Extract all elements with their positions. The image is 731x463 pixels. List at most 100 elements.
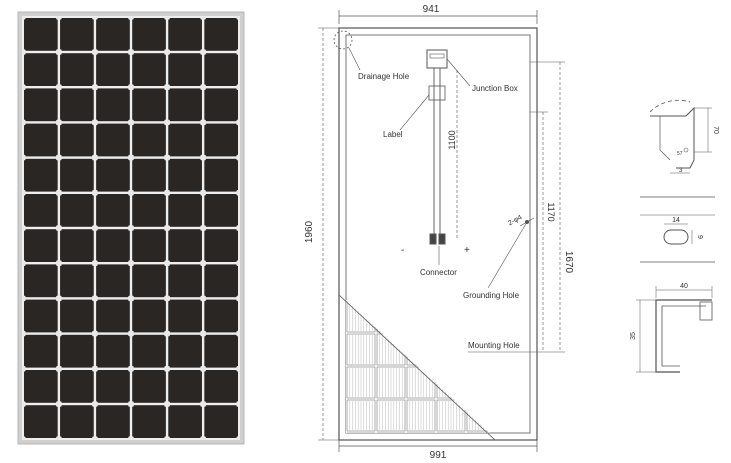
cell-corner-dot [166, 157, 170, 161]
cell-corner-dot [164, 366, 168, 370]
cell-corner-dot [56, 122, 60, 126]
cell-corner-dot [56, 401, 60, 405]
cell-corner-dot [236, 157, 240, 161]
cell-corner-dot [202, 157, 206, 161]
profile-inner [661, 305, 706, 367]
drainage-hole-leader [348, 47, 361, 71]
solar-cell [96, 158, 130, 192]
cell-corner-dot [200, 227, 204, 231]
cell-corner-dot [202, 16, 206, 20]
cell-corner-dot [130, 84, 134, 88]
cutaway-cell [436, 399, 466, 432]
cell-corner-dot [128, 366, 132, 370]
solar-cell [132, 18, 166, 51]
cell-corner-dot [22, 225, 26, 229]
cutaway-cell [376, 432, 406, 433]
cell-corner-dot [236, 84, 240, 88]
dim-1170: 1170 [546, 202, 556, 221]
cell-corner-dot [56, 403, 60, 407]
hole-dim-14: 14 [672, 217, 680, 224]
corner-profile [650, 106, 695, 169]
cell-corner-dot [200, 260, 204, 264]
cell-corner-dot [22, 49, 26, 53]
cell-corner-dot [130, 190, 134, 194]
cell-corner-dot [92, 49, 96, 53]
cell-corner-dot [58, 330, 62, 334]
corner-profile-inner [659, 116, 671, 161]
label-plus: + [464, 245, 470, 256]
cutaway-cell [466, 432, 490, 433]
solar-cell [96, 229, 130, 262]
cell-corner-dot [94, 436, 98, 440]
cell-corner-dot [200, 49, 204, 53]
cell-corner-dot [94, 154, 98, 158]
solar-cell [168, 18, 202, 51]
cell-corner-dot [202, 401, 206, 405]
cell-corner-dot [56, 154, 60, 158]
dim-941: 941 [423, 4, 440, 15]
solar-cell [96, 123, 130, 157]
cell-corner-dot [202, 51, 206, 55]
cell-corner-dot [236, 119, 240, 123]
cell-corner-dot [56, 262, 60, 266]
cell-corner-dot [202, 262, 206, 266]
solar-cell [24, 123, 58, 157]
cell-corner-dot [164, 403, 168, 407]
label-minus: - [401, 245, 404, 256]
cell-corner-dot [56, 51, 60, 55]
cell-corner-dot [22, 260, 26, 264]
cell-corner-dot [202, 366, 206, 370]
cell-corner-dot [56, 192, 60, 196]
cell-corner-dot [166, 51, 170, 55]
cell-corner-dot [92, 192, 96, 196]
solar-cell [168, 370, 202, 403]
cell-corner-dot [164, 157, 168, 161]
cell-corner-dot [164, 119, 168, 123]
cell-corner-dot [200, 86, 204, 90]
label-drainage-hole: Drainage Hole [358, 72, 410, 81]
cell-corner-dot [202, 295, 206, 299]
cell-corner-dot [94, 86, 98, 90]
solar-cell [24, 88, 58, 122]
cell-corner-dot [92, 403, 96, 407]
cell-grid [22, 16, 240, 440]
cell-corner-dot [130, 119, 134, 123]
cell-corner-dot [236, 330, 240, 334]
cell-corner-dot [200, 333, 204, 337]
cell-corner-dot [164, 86, 168, 90]
detail-profile [636, 286, 713, 373]
cell-corner-dot [58, 401, 62, 405]
detail-corner [649, 99, 712, 174]
solar-cell [60, 334, 94, 368]
cell-corner-dot [22, 51, 26, 55]
cell-corner-dot [22, 436, 26, 440]
cutaway-cell [346, 399, 376, 432]
cell-corner-dot [22, 190, 26, 194]
cell-corner-dot [56, 298, 60, 302]
cell-corner-dot [92, 154, 96, 158]
cell-corner-dot [164, 333, 168, 337]
cell-corner-dot [92, 368, 96, 372]
cell-corner-dot [236, 436, 240, 440]
cell-corner-dot [200, 403, 204, 407]
cell-corner-dot [164, 49, 168, 53]
cell-corner-dot [58, 262, 62, 266]
cell-corner-dot [202, 436, 206, 440]
cell-corner-dot [22, 333, 26, 337]
cell-corner-dot [94, 403, 98, 407]
solar-cell [24, 334, 58, 368]
solar-cell [204, 158, 238, 192]
junction-box-detail [429, 53, 445, 59]
cell-corner-dot [236, 86, 240, 90]
solar-cell [168, 264, 202, 298]
cell-corner-dot [200, 262, 204, 266]
cell-corner-dot [130, 366, 134, 370]
cell-corner-dot [94, 368, 98, 372]
cell-corner-dot [128, 298, 132, 302]
cell-corner-dot [58, 51, 62, 55]
solar-cell [96, 18, 130, 51]
cell-corner-dot [58, 227, 62, 231]
solar-cell [24, 405, 58, 438]
solar-cell [168, 123, 202, 157]
solar-cell [168, 229, 202, 262]
